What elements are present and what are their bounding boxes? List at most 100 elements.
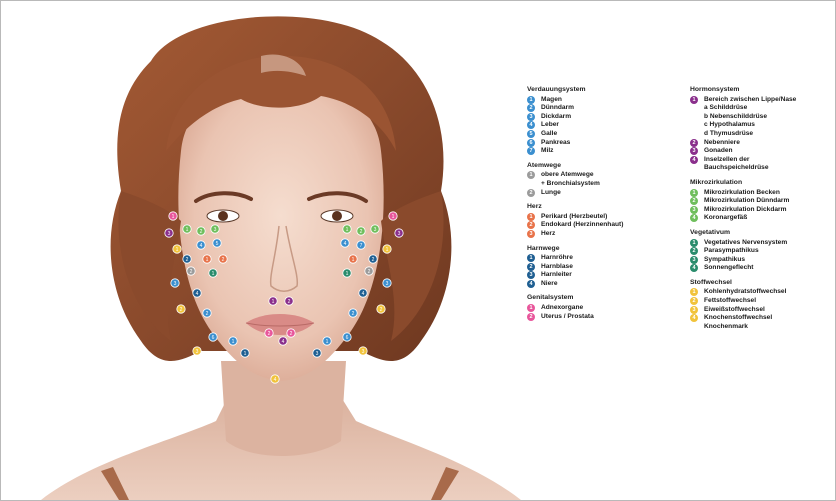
legend-label: Dünndarm (541, 104, 574, 113)
face-marker-herz: 1 (349, 255, 357, 263)
face-marker-number: 1 (206, 257, 209, 263)
face-marker-verdauung: 4 (341, 239, 349, 247)
face-marker-vegetativ: 1 (209, 269, 217, 277)
face-marker-number: 4 (200, 243, 203, 249)
face-marker-number: 2 (200, 229, 203, 235)
legend-number-badge: 3 (690, 306, 698, 314)
face-marker-number: 3 (168, 231, 171, 237)
legend-label: Vegetatives Nervensystem (704, 239, 787, 248)
face-marker-number: 2 (290, 331, 293, 337)
legend-group-harnwege: Harnwege1Harnröhre2Harnblase3Harnleiter4… (527, 245, 623, 289)
legend-number-badge: 2 (527, 189, 535, 197)
legend-label: Fettstoffwechsel (704, 297, 756, 306)
face-marker-harnwege: 4 (359, 289, 367, 297)
face-marker-mikro: 2 (357, 227, 365, 235)
legend-number-badge: 2 (527, 104, 535, 112)
legend-label: Endokard (Herzinnenhaut) (541, 221, 623, 230)
face-marker-stoff: 1 (173, 245, 181, 253)
legend-item: d Thymusdrüse (690, 130, 796, 139)
legend-group-mikro: Mikrozirkulation1Mikrozirkulation Becken… (690, 179, 796, 223)
legend-label: Kohlenhydratstoffwechsel (704, 288, 786, 297)
face-marker-number: 2 (190, 269, 193, 275)
face-marker-number: 2 (288, 299, 291, 305)
face-marker-stoff: 3 (193, 347, 201, 355)
legend-item: 3Gonaden (690, 147, 796, 156)
legend-number-badge (527, 180, 535, 188)
face-marker-number: 2 (368, 269, 371, 275)
face-marker-mikro: 1 (183, 225, 191, 233)
legend-label: Uterus / Prostata (541, 313, 594, 322)
legend-label: Koronargefäß (704, 214, 747, 223)
face-marker-number: 7 (360, 243, 363, 249)
legend-number-badge: 1 (690, 239, 698, 247)
legend-group-verdauung: Verdauungsystem1Magen2Dünndarm3Dickdarm4… (527, 86, 623, 156)
face-marker-number: 3 (196, 349, 199, 355)
legend-label: Parasympathikus (704, 247, 759, 256)
legend-number-badge (690, 323, 698, 331)
legend-number-badge: 4 (690, 156, 698, 164)
legend-item: c Hypothalamus (690, 121, 796, 130)
legend-number-badge: 4 (690, 314, 698, 322)
legend-label: Leber (541, 121, 559, 130)
legend-label: Nebenniere (704, 139, 740, 148)
face-marker-stoff: 3 (359, 347, 367, 355)
legend-label: + Bronchialsystem (541, 180, 600, 189)
legend-item: 1Adnexorgane (527, 304, 623, 313)
face-marker-genital: 2 (265, 329, 273, 337)
legend-item: 3Harnleiter (527, 271, 623, 280)
face-marker-hormon: 2 (285, 297, 293, 305)
face-marker-number: 1 (176, 247, 179, 253)
face-marker-mikro: 2 (197, 227, 205, 235)
legend-label: b Nebenschilddrüse (704, 113, 767, 122)
legend-label: Perikard (Herzbeutel) (541, 213, 607, 222)
face-marker-stoff: 4 (271, 375, 279, 383)
face-marker-number: 3 (398, 231, 401, 237)
face-marker-verdauung: 3 (383, 279, 391, 287)
legend-item: 1Perikard (Herzbeutel) (527, 213, 623, 222)
face-marker-number: 2 (206, 311, 209, 317)
legend-group-title: Mikrozirkulation (690, 179, 796, 188)
legend-label: Niere (541, 280, 558, 289)
legend-label: Milz (541, 147, 553, 156)
face-marker-number: 2 (222, 257, 225, 263)
face-marker-hormon: 1 (269, 297, 277, 305)
legend-item: Bauchspeicheldrüse (690, 164, 796, 173)
legend-number-badge: 4 (527, 121, 535, 129)
legend-item: 2Mikrozirkulation Dünndarm (690, 197, 796, 206)
face-marker-harnwege: 2 (369, 255, 377, 263)
legend-number-badge (690, 164, 698, 172)
legend-number-badge: 2 (690, 139, 698, 147)
legend-item: 4Sonnengeflecht (690, 264, 796, 273)
legend-group-hormon: Hormonsystem1Bereich zwischen Lippe/Nase… (690, 86, 796, 173)
face-marker-number: 1 (212, 271, 215, 277)
face-marker-stoff: 1 (383, 245, 391, 253)
legend-label: Bereich zwischen Lippe/Nase (704, 96, 796, 105)
legend-number-badge: 2 (690, 247, 698, 255)
face-marker-number: 2 (380, 307, 383, 313)
face-marker-number: 3 (174, 281, 177, 287)
legend-group-title: Stoffwechsel (690, 279, 796, 288)
face-marker-vegetativ: 1 (343, 269, 351, 277)
face-marker-number: 4 (362, 291, 365, 297)
legend-item: 7Milz (527, 147, 623, 156)
face-marker-number: 1 (272, 299, 275, 305)
legend-label: Harnröhre (541, 254, 573, 263)
legend-label: Sympathikus (704, 256, 745, 265)
face-marker-verdauung: 1 (229, 337, 237, 345)
legend-item: 3Mikrozirkulation Dickdarm (690, 206, 796, 215)
legend-item: 4 Leber (527, 121, 623, 130)
face-marker-number: 1 (326, 339, 329, 345)
face-marker-number: 4 (196, 291, 199, 297)
legend-label: Harnblase (541, 263, 573, 272)
legend-number-badge (690, 130, 698, 138)
face-marker-mikro: 3 (211, 225, 219, 233)
face-marker-herz: 2 (219, 255, 227, 263)
face-marker-number: 1 (352, 257, 355, 263)
